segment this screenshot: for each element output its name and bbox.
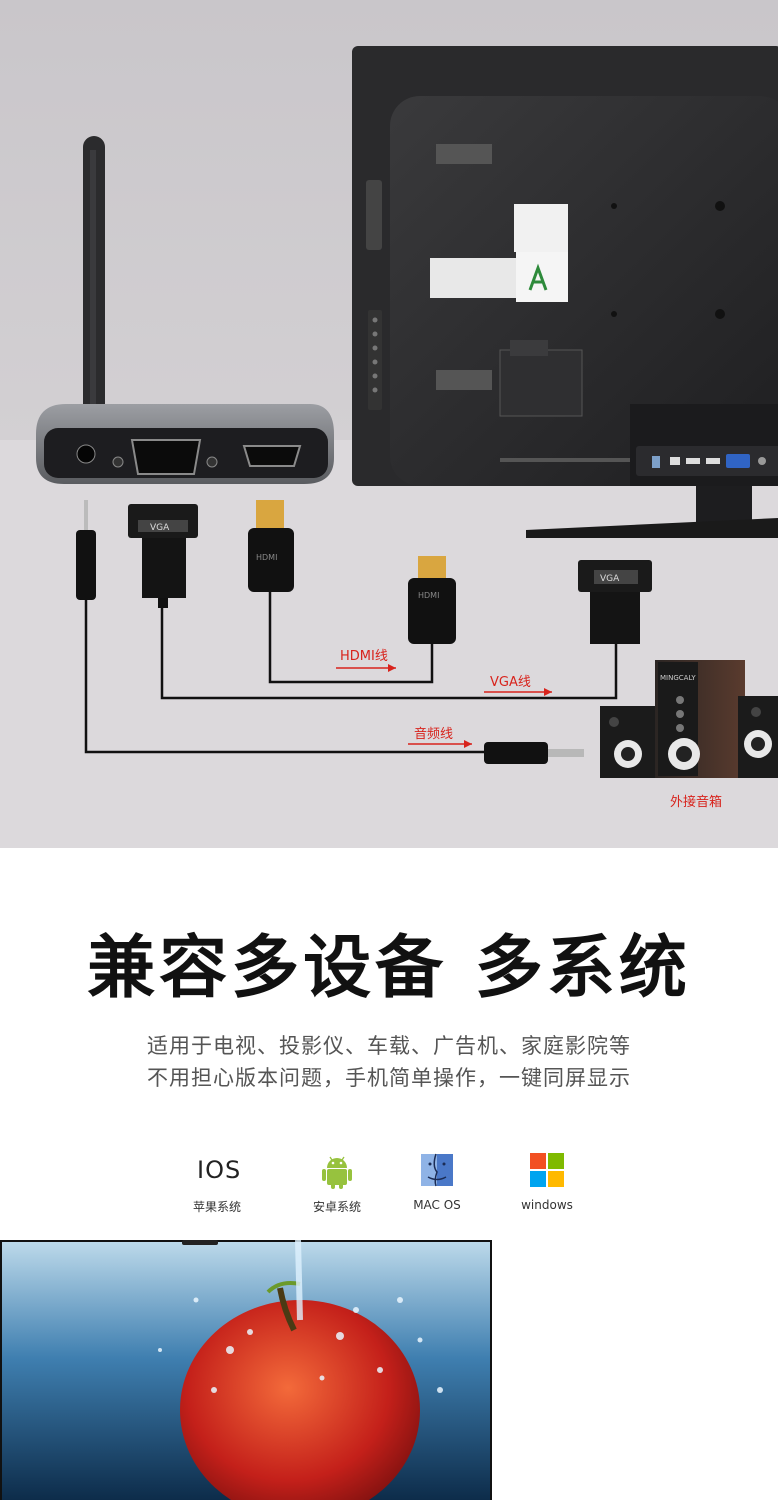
speakers: MINGCALY [600, 660, 778, 778]
ios-icon: IOS [197, 1156, 242, 1184]
vga-cable-label: VGA线 [490, 675, 531, 690]
connection-diagram: VGA HDMI HDMI VGA [0, 0, 778, 848]
hdmi-plug-left: HDMI [248, 500, 294, 592]
os-label-mac: MAC OS [413, 1198, 461, 1212]
os-item-android: 安卓系统 [282, 1150, 392, 1215]
speaker-brand: MINGCALY [660, 674, 696, 682]
headline-subtext-2: 不用担心版本问题，手机简单操作，一键同屏显示 [147, 1066, 631, 1090]
vga-cable-callout: VGA线 [484, 675, 552, 696]
hdmi-cable-label: HDMI线 [340, 649, 388, 664]
headline-subtext-1: 适用于电视、投影仪、车载、广告机、家庭影院等 [147, 1034, 631, 1058]
windows-icon [527, 1150, 567, 1190]
wireless-adapter [36, 136, 334, 484]
android-icon [317, 1150, 357, 1190]
audio-cable-callout: 音频线 [408, 726, 472, 748]
os-label-ios: 苹果系统 [192, 1200, 241, 1214]
vga-plug-left: VGA [128, 504, 198, 608]
diagram-illustration: VGA HDMI HDMI VGA [36, 46, 778, 810]
apple-splash-image [2, 1240, 490, 1500]
vga-plug-tv: VGA [578, 560, 652, 644]
os-label-windows: windows [521, 1198, 573, 1212]
os-item-ios: IOS 苹果系统 [162, 1150, 272, 1215]
hdmi-plug-tv: HDMI [408, 556, 456, 644]
headline-title: 兼容多设备 多系统 [87, 929, 691, 1008]
vga-plug-tv-label: VGA [600, 574, 620, 584]
hdmi-cable-callout: HDMI线 [336, 649, 396, 672]
hdmi-plug-tv-label: HDMI [418, 591, 439, 600]
os-item-mac: MAC OS [382, 1150, 492, 1212]
os-label-android: 安卓系统 [312, 1200, 361, 1214]
monitor-photo [0, 1240, 492, 1500]
tv-rear [352, 46, 778, 538]
audio-plug-speaker [484, 742, 584, 764]
speakers-label: 外接音箱 [670, 794, 722, 810]
audio-jack-plug [76, 500, 96, 600]
os-item-windows: windows [492, 1150, 602, 1212]
audio-cable-label: 音频线 [414, 726, 453, 742]
hdmi-plug-left-label: HDMI [256, 553, 277, 562]
mac-os-icon [417, 1150, 457, 1190]
cables [84, 592, 618, 754]
vga-plug-left-label: VGA [150, 523, 170, 533]
